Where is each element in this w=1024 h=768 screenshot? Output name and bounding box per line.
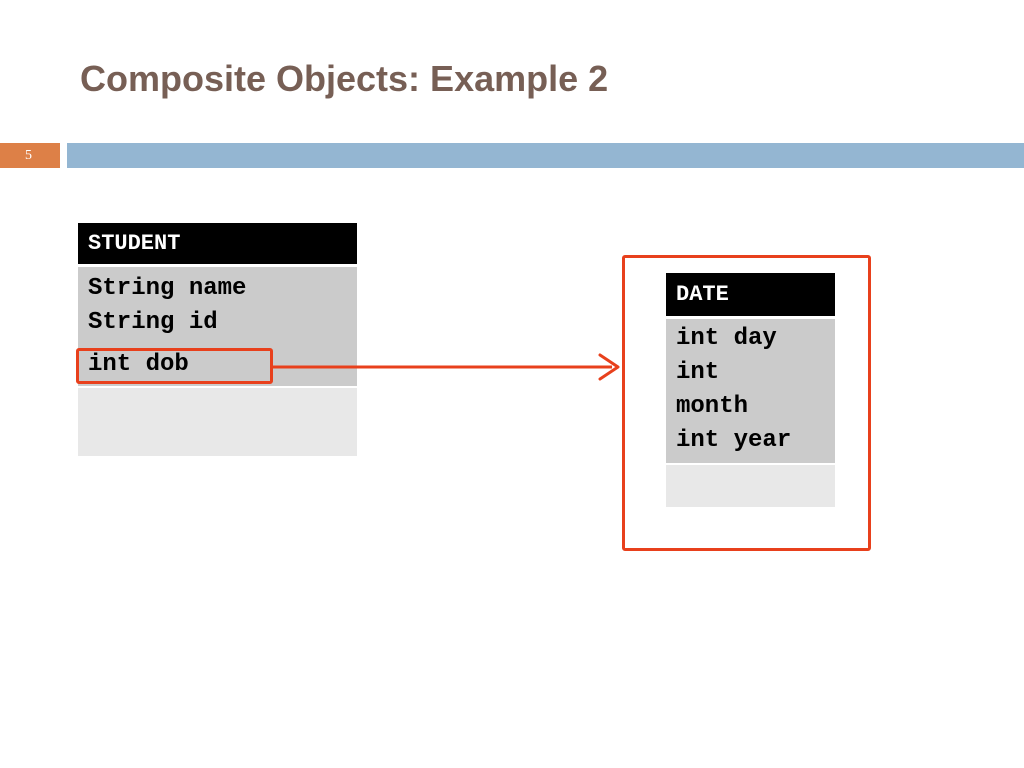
date-highlight-box xyxy=(622,255,871,551)
student-field-name: String name xyxy=(88,275,247,302)
arrow-head-icon xyxy=(598,353,620,381)
date-field-year: int year xyxy=(676,427,792,454)
student-field-id: String id xyxy=(88,309,218,336)
date-fields-section: int day int month int year xyxy=(666,319,835,463)
title-accent-bar xyxy=(67,143,1024,168)
slide-number: 5 xyxy=(0,143,60,168)
student-field-dob: int dob xyxy=(88,351,189,378)
date-field-int: int xyxy=(676,359,720,386)
student-methods-section xyxy=(78,388,357,456)
date-field-month: month xyxy=(676,393,749,420)
dob-highlight-box xyxy=(76,348,273,384)
student-class-header: STUDENT xyxy=(78,223,357,264)
date-methods-section xyxy=(666,465,835,507)
student-fields-section: String name String id int dob xyxy=(78,267,357,386)
date-field-day: int day xyxy=(676,325,777,352)
date-class-header: DATE xyxy=(666,273,835,316)
slide-title: Composite Objects: Example 2 xyxy=(80,58,609,99)
